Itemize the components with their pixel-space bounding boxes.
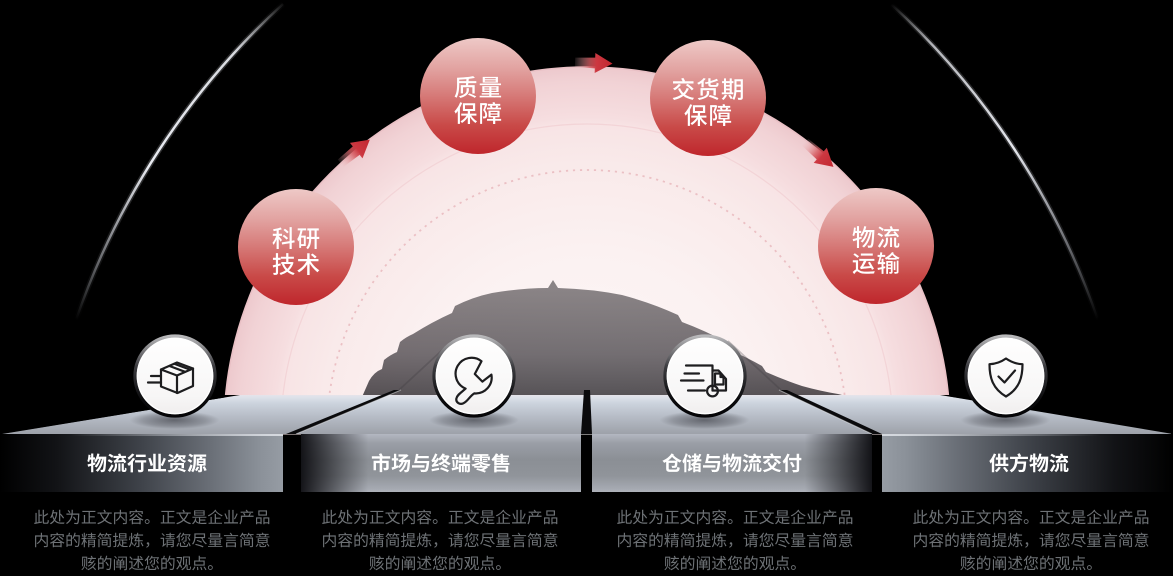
step-label-glyphs: [650, 40, 766, 156]
step-circle-3: 交货期保障: [650, 40, 766, 156]
section-banner-2: 市场与终端零售: [301, 434, 581, 492]
section-title: 供方物流: [882, 434, 883, 435]
section-body-glyphs: [27, 505, 277, 576]
decor-arc-right: [889, 1, 1101, 321]
shield-check-icon: [987, 356, 1024, 398]
step-circle-4: 物流运输: [818, 188, 934, 304]
section-title-glyphs: [592, 434, 872, 492]
icon-badge-delivery-truck: [660, 331, 750, 421]
section-body-glyphs: [315, 505, 565, 576]
flow-arrow-2: [574, 52, 613, 73]
flow-arrow-1: [337, 139, 370, 167]
icon-badge-wrench: [429, 331, 519, 421]
icon-badge-shield-check: [961, 331, 1051, 421]
section-banner-4: 供方物流: [882, 434, 1173, 492]
step-circle-1: 科研技术: [238, 189, 354, 305]
section-banner-1: 物流行业资源: [0, 434, 283, 492]
step-label-glyphs: [818, 188, 934, 304]
section-title: 物流行业资源: [0, 434, 1, 435]
delivery-truck-icon: [679, 363, 727, 397]
section-title-glyphs: [301, 434, 581, 492]
flow-arrow-3: [802, 138, 834, 167]
step-circle-2: 质量保障: [420, 38, 536, 154]
section-body-2: 此处为正文内容。正文是企业产品内容的精简提炼，请您尽量言简意赅的阐述您的观点。: [315, 505, 565, 576]
icon-shadow: [659, 411, 750, 429]
step-label-glyphs: [420, 38, 536, 154]
shipping-box-icon: [146, 360, 194, 394]
icon-badge-shipping-box: [130, 331, 220, 421]
section-body-glyphs: [610, 505, 860, 576]
icon-shadow: [129, 411, 220, 429]
section-title-glyphs: [0, 434, 283, 492]
step-label-glyphs: [238, 189, 354, 305]
section-title-glyphs: [882, 434, 1173, 492]
section-banner-3: 仓储与物流交付: [592, 434, 872, 492]
icon-shadow: [429, 411, 519, 429]
icon-shadow: [960, 411, 1051, 429]
section-body-3: 此处为正文内容。正文是企业产品内容的精简提炼，请您尽量言简意赅的阐述您的观点。: [610, 505, 860, 576]
decor-arc-left: [73, 1, 285, 321]
section-body-4: 此处为正文内容。正文是企业产品内容的精简提炼，请您尽量言简意赅的阐述您的观点。: [906, 505, 1156, 576]
wrench-icon: [454, 356, 493, 405]
section-body-glyphs: [906, 505, 1156, 576]
section-body-1: 此处为正文内容。正文是企业产品内容的精简提炼，请您尽量言简意赅的阐述您的观点。: [27, 505, 277, 576]
